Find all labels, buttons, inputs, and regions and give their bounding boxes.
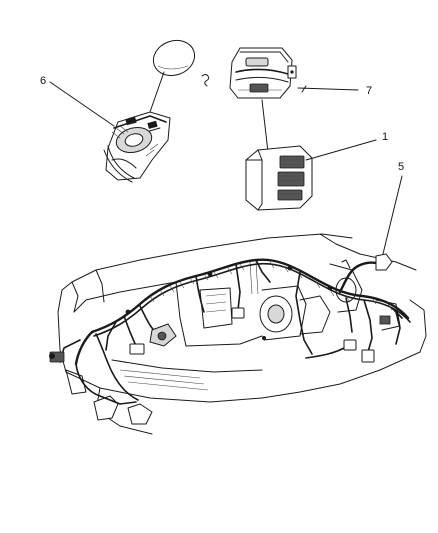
callout-5-label: 5 xyxy=(398,161,404,173)
callout-1-leader xyxy=(305,139,377,161)
engine-bay-outline xyxy=(57,233,427,435)
callout-7-label: 7 xyxy=(366,85,372,97)
part-5-wiring-harness xyxy=(49,253,411,425)
callout-1-label: 1 xyxy=(382,131,388,143)
part-7-module-bracket xyxy=(229,47,359,153)
callout-6-leader xyxy=(49,81,115,127)
callout-6-label: 6 xyxy=(40,75,46,87)
part-1-control-module xyxy=(245,139,377,211)
part-6-clockspring-assembly xyxy=(49,39,210,183)
callout-5-leader xyxy=(381,175,403,259)
callout-7-leader xyxy=(297,87,359,91)
